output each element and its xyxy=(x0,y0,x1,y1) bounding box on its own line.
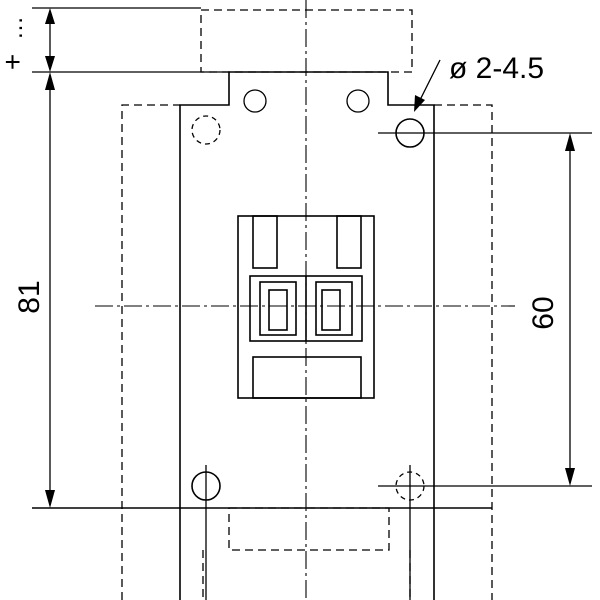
hole-top-right xyxy=(346,89,370,113)
hole-top-left xyxy=(243,89,267,113)
hole-upper-left-hidden xyxy=(191,115,221,145)
dimension-60: 60 xyxy=(378,132,592,487)
tolerance-dots: … xyxy=(1,16,28,40)
hole-label: ø 2-4.5 xyxy=(449,52,544,85)
central-block xyxy=(237,215,375,399)
hole-callout: ø 2-4.5 xyxy=(414,52,544,112)
center-lines xyxy=(95,0,515,600)
dimension-81: 81 xyxy=(13,71,229,508)
height-label: 81 xyxy=(13,280,46,313)
tolerance-dimension: + … xyxy=(0,7,201,72)
mounting-plate xyxy=(32,71,492,600)
outer-dashed-outline xyxy=(121,9,493,600)
tolerance-plus: + xyxy=(0,54,28,70)
mounting-holes xyxy=(191,89,425,600)
spacing-label: 60 xyxy=(527,296,560,329)
